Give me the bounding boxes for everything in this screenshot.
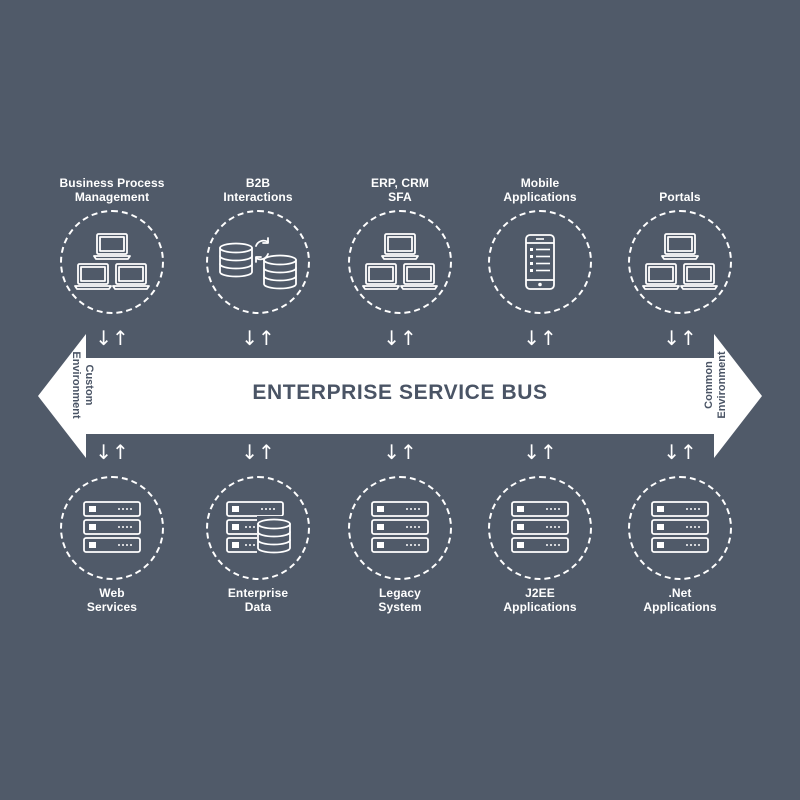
server-icon bbox=[648, 498, 712, 558]
node-label-line: Business Process bbox=[59, 176, 165, 190]
node-label: Portals bbox=[659, 176, 700, 204]
node-label-line: Interactions bbox=[223, 190, 293, 204]
left-side-label: Custom Environment bbox=[69, 345, 95, 425]
node-label-line: Portals bbox=[659, 190, 701, 204]
node-circle bbox=[60, 476, 164, 580]
server-database-icon bbox=[223, 498, 293, 558]
node-circle bbox=[488, 210, 592, 314]
mobile-phone-icon bbox=[520, 232, 560, 292]
bus-title: ENTERPRISE SERVICE BUS bbox=[252, 381, 548, 404]
connector-arrows: ↓↑ bbox=[383, 326, 417, 350]
node-label-line: B2B bbox=[245, 176, 271, 190]
node-circle bbox=[488, 476, 592, 580]
connector-arrows: ↓↑ bbox=[523, 440, 557, 464]
top-node: Portals bbox=[615, 176, 745, 314]
node-circle bbox=[628, 210, 732, 314]
node-label-line: Web bbox=[99, 586, 125, 600]
connector-arrows: ↓↑ bbox=[663, 440, 697, 464]
database-sync-icon bbox=[216, 230, 300, 294]
laptops-icon bbox=[360, 230, 440, 294]
connector-arrows: ↓↑ bbox=[383, 440, 417, 464]
connector-arrows: ↓↑ bbox=[663, 326, 697, 350]
connector-arrows: ↓↑ bbox=[523, 326, 557, 350]
right-side-label-line: Environment bbox=[716, 351, 728, 419]
node-label-line: Legacy bbox=[379, 586, 421, 600]
node-label-line: ERP, CRM bbox=[371, 176, 429, 190]
node-circle bbox=[348, 210, 452, 314]
node-label-line: .Net bbox=[668, 586, 692, 600]
right-side-label: Common Environment bbox=[703, 345, 729, 425]
node-label-line: Management bbox=[74, 190, 150, 204]
node-label-line: SFA bbox=[388, 190, 412, 204]
node-circle bbox=[60, 210, 164, 314]
server-icon bbox=[508, 498, 572, 558]
connector-arrows: ↓↑ bbox=[95, 440, 129, 464]
node-label-line: Mobile bbox=[520, 176, 560, 190]
connector-arrows: ↓↑ bbox=[241, 440, 275, 464]
bus-arrow-shape bbox=[38, 334, 762, 458]
node-circle bbox=[206, 210, 310, 314]
node-circle bbox=[628, 476, 732, 580]
node-label-line: Services bbox=[86, 600, 138, 614]
node-label-line: Applications bbox=[503, 190, 577, 204]
connector-arrows: ↓↑ bbox=[241, 326, 275, 350]
node-circle bbox=[348, 476, 452, 580]
node-label-line: J2EE bbox=[525, 586, 555, 600]
connector-arrows: ↓↑ bbox=[95, 326, 129, 350]
node-label-line: Applications bbox=[503, 600, 577, 614]
node-label-line: Applications bbox=[643, 600, 717, 614]
left-side-label-line: Environment bbox=[70, 351, 82, 419]
node-label-line: System bbox=[378, 600, 422, 614]
laptops-icon bbox=[640, 230, 720, 294]
server-icon bbox=[368, 498, 432, 558]
laptops-icon bbox=[72, 230, 152, 294]
right-side-label-line: Common bbox=[703, 361, 715, 409]
node-circle bbox=[206, 476, 310, 580]
left-side-label-line: Custom bbox=[83, 364, 95, 406]
node-label-line: Enterprise bbox=[227, 586, 289, 600]
node-label-line: Data bbox=[244, 600, 272, 614]
server-icon bbox=[80, 498, 144, 558]
